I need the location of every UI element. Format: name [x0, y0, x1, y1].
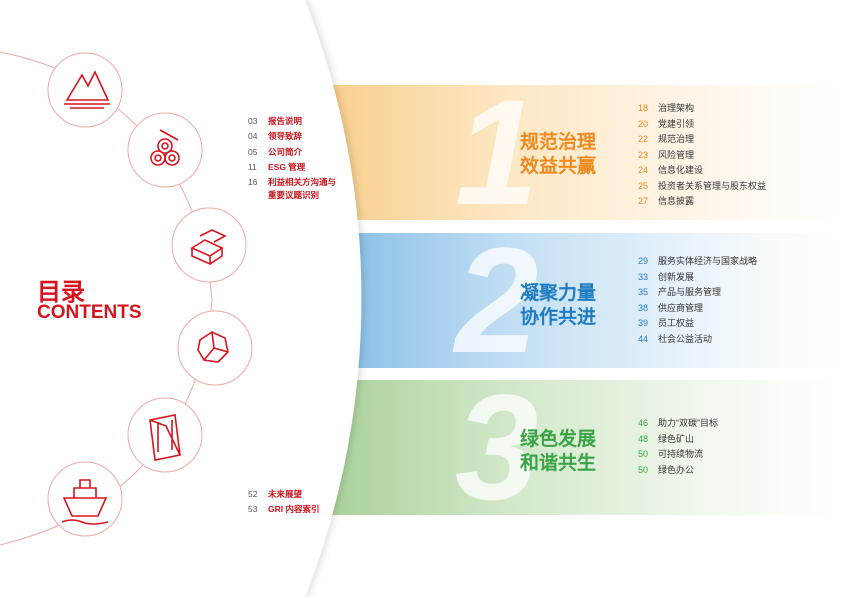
white-arc-panel: [0, 0, 362, 597]
page-number: 29: [638, 256, 649, 266]
page-number: 38: [638, 302, 649, 313]
toc-item[interactable]: 22 规范治理: [638, 132, 818, 148]
toc-item[interactable]: 33 创新发展: [638, 270, 818, 286]
toc-item[interactable]: 29 服务实体经济与国家战略: [638, 254, 818, 270]
page-number: 27: [638, 196, 649, 206]
toc-item[interactable]: 重要议题识别: [268, 190, 320, 201]
toc-item[interactable]: 35 产品与服务管理: [638, 285, 818, 301]
toc-item[interactable]: 23 风险管理: [638, 148, 818, 164]
page-number: 23: [638, 149, 649, 160]
ingots-icon: [190, 229, 227, 266]
page-number: 22: [638, 134, 649, 144]
page-number: 39: [638, 318, 649, 328]
item-label: 社会公益活动: [658, 333, 713, 344]
toc-item[interactable]: 50 可持续物流: [638, 447, 818, 463]
item-label: 创新发展: [658, 271, 695, 282]
toc-item[interactable]: 46 助力“双碳”目标: [638, 416, 818, 432]
page-number: 46: [638, 418, 649, 428]
section-number: 3: [455, 363, 539, 531]
section-title-3: 绿色发展和谐共生: [520, 429, 597, 474]
item-label: 产品与服务管理: [658, 287, 722, 297]
item-label: 风险管理: [658, 149, 695, 160]
item-label: 可持续物流: [658, 449, 704, 459]
page-number: 50: [638, 464, 649, 475]
section-2-list: 29 服务实体经济与国家战略 33 创新发展 35 产品与服务管理 38 供应商管理 39 员工权…: [638, 254, 818, 347]
item-label: 绿色矿山: [658, 433, 695, 444]
section-title-1: 规范治理效益共赢: [520, 132, 597, 177]
pipes-icon: [150, 129, 180, 166]
page-number: 48: [638, 433, 649, 444]
page-number: 33: [638, 271, 649, 282]
item-label: 规范治理: [658, 134, 695, 144]
section-number: 2: [455, 216, 539, 384]
toc-item[interactable]: 50 绿色办公: [638, 463, 818, 479]
section-band-2: [330, 233, 842, 368]
item-label: 员工权益: [658, 318, 695, 328]
item-label: 信息化建设: [658, 165, 704, 175]
toc-item[interactable]: 38 供应商管理: [638, 301, 818, 317]
section-3-list: 46 助力“双碳”目标 48 绿色矿山 50 可持续物流 50 绿色办公: [638, 416, 818, 478]
item-label: 投资者关系管理与股东权益: [658, 180, 767, 191]
section-band-3: [330, 380, 842, 515]
toc-item[interactable]: 48 绿色矿山: [638, 432, 818, 448]
toc-item[interactable]: 24 信息化建设: [638, 163, 818, 179]
page-number: 18: [638, 103, 649, 113]
toc-item[interactable]: 44 社会公益活动: [638, 332, 818, 348]
page-number: 50: [638, 449, 649, 459]
item-label: 党建引领: [658, 118, 695, 129]
page-number: 24: [638, 165, 649, 175]
page-number: 25: [638, 180, 649, 191]
ship-icon: [61, 479, 109, 525]
page-number: 44: [638, 333, 649, 344]
toc-item[interactable]: 20 党建引领: [638, 117, 818, 133]
item-label: 治理架构: [658, 103, 695, 113]
section-number: 1: [455, 68, 539, 236]
section-1-list: 18 治理架构 20 党建引领 22 规范治理 23 风险管理 24 信息化建设 25 投资者关系管理…: [638, 101, 818, 210]
toc-item[interactable]: 25 投资者关系管理与股东权益: [638, 179, 818, 195]
section-title-2: 凝聚力量协作共进: [520, 283, 597, 328]
page-number: 35: [638, 287, 649, 297]
item-label: 绿色办公: [658, 464, 695, 475]
mountain-icon: [64, 70, 110, 109]
toc-item[interactable]: 27 信息披露: [638, 194, 818, 210]
item-label: 服务实体经济与国家战略: [658, 256, 758, 266]
toc-item[interactable]: 39 员工权益: [638, 316, 818, 332]
toc-item[interactable]: 18 治理架构: [638, 101, 818, 117]
steel-beam-icon: [149, 414, 181, 461]
item-label: 供应商管理: [658, 302, 704, 313]
page-title-en: CONTENTS: [37, 302, 142, 323]
page-title: 目录: [37, 279, 85, 306]
page-number: 20: [638, 118, 649, 129]
item-label: 助力“双碳”目标: [658, 418, 718, 428]
item-label: 信息披露: [658, 196, 695, 206]
section-band-1: [330, 85, 842, 220]
ore-icon: [197, 331, 229, 363]
